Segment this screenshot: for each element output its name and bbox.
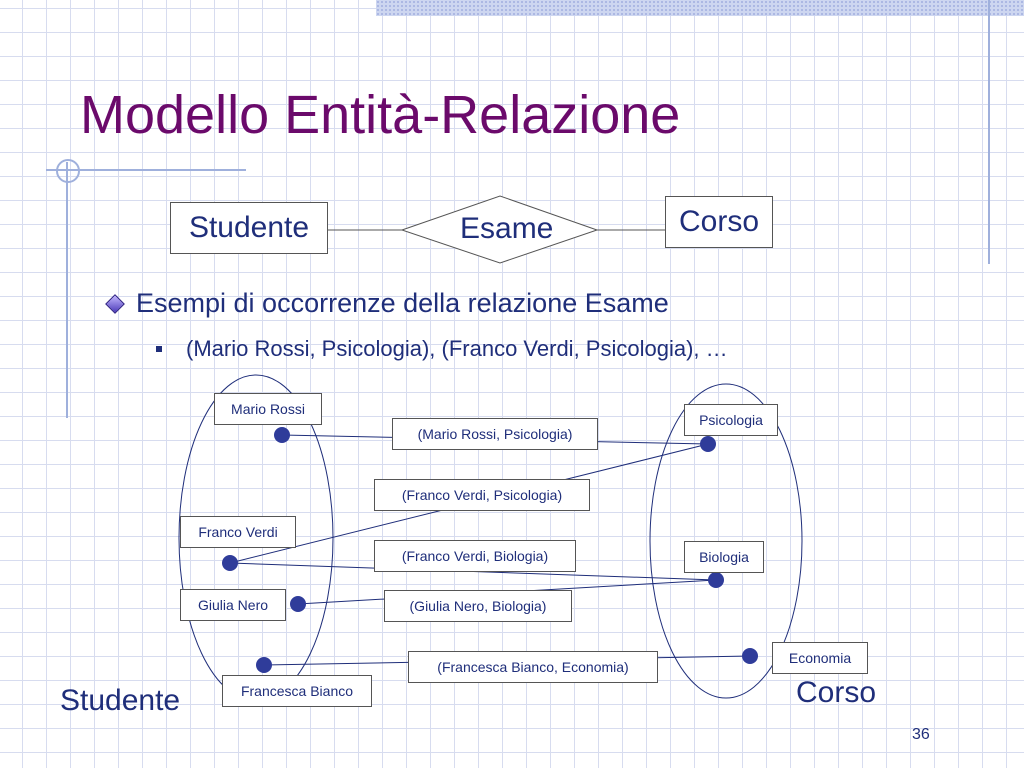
course-dot-biologia [708,572,724,588]
decorative-vertical-line-left [66,162,68,418]
decorative-vertical-line-right [988,0,990,264]
set-label-corso: Corso [796,676,877,709]
bullet-level1: Esempi di occorrenze della relazione Esa… [105,288,669,319]
occurrence-label-verdi-psicologia: (Franco Verdi, Psicologia) [374,479,590,511]
course-set-ellipse [649,383,803,699]
set-label-studente: Studente [60,684,181,717]
entity-studente-box: Studente [170,202,328,254]
occurrence-label-bianco-economia: (Francesca Bianco, Economia) [408,651,658,683]
occurrence-label-nero-biologia: (Giulia Nero, Biologia) [384,590,572,622]
square-bullet-icon [156,346,162,352]
student-dot-rossi [274,427,290,443]
page-number: 36 [912,726,930,743]
course-label-biologia: Biologia [684,541,764,573]
student-label-giulia-nero: Giulia Nero [180,589,286,621]
student-dot-verdi [222,555,238,571]
diamond-bullet-icon [105,293,125,314]
course-dot-psicologia [700,436,716,452]
occurrence-label-rossi-psicologia: (Mario Rossi, Psicologia) [392,418,598,450]
course-label-psicologia: Psicologia [684,404,778,436]
crosshair-icon [56,159,80,183]
occurrence-label-verdi-biologia: (Franco Verdi, Biologia) [374,540,576,572]
bullet-level1-text: Esempi di occorrenze della relazione Esa… [136,288,669,318]
student-label-mario-rossi: Mario Rossi [214,393,322,425]
title-underline [46,169,246,171]
relationship-esame-label: Esame [460,212,554,245]
entity-corso-box: Corso [665,196,773,248]
student-dot-bianco [256,657,272,673]
page-title: Modello Entità-Relazione [80,85,681,145]
course-label-economia: Economia [772,642,868,674]
student-label-franco-verdi: Franco Verdi [180,516,296,548]
bullet-level2: (Mario Rossi, Psicologia), (Franco Verdi… [156,336,728,362]
top-decorative-band [376,0,1024,16]
student-dot-nero [290,596,306,612]
course-dot-economia [742,648,758,664]
bullet-level2-text: (Mario Rossi, Psicologia), (Franco Verdi… [186,336,728,361]
student-label-francesca-bianco: Francesca Bianco [222,675,372,707]
relationship-diamond-shape [400,195,599,264]
